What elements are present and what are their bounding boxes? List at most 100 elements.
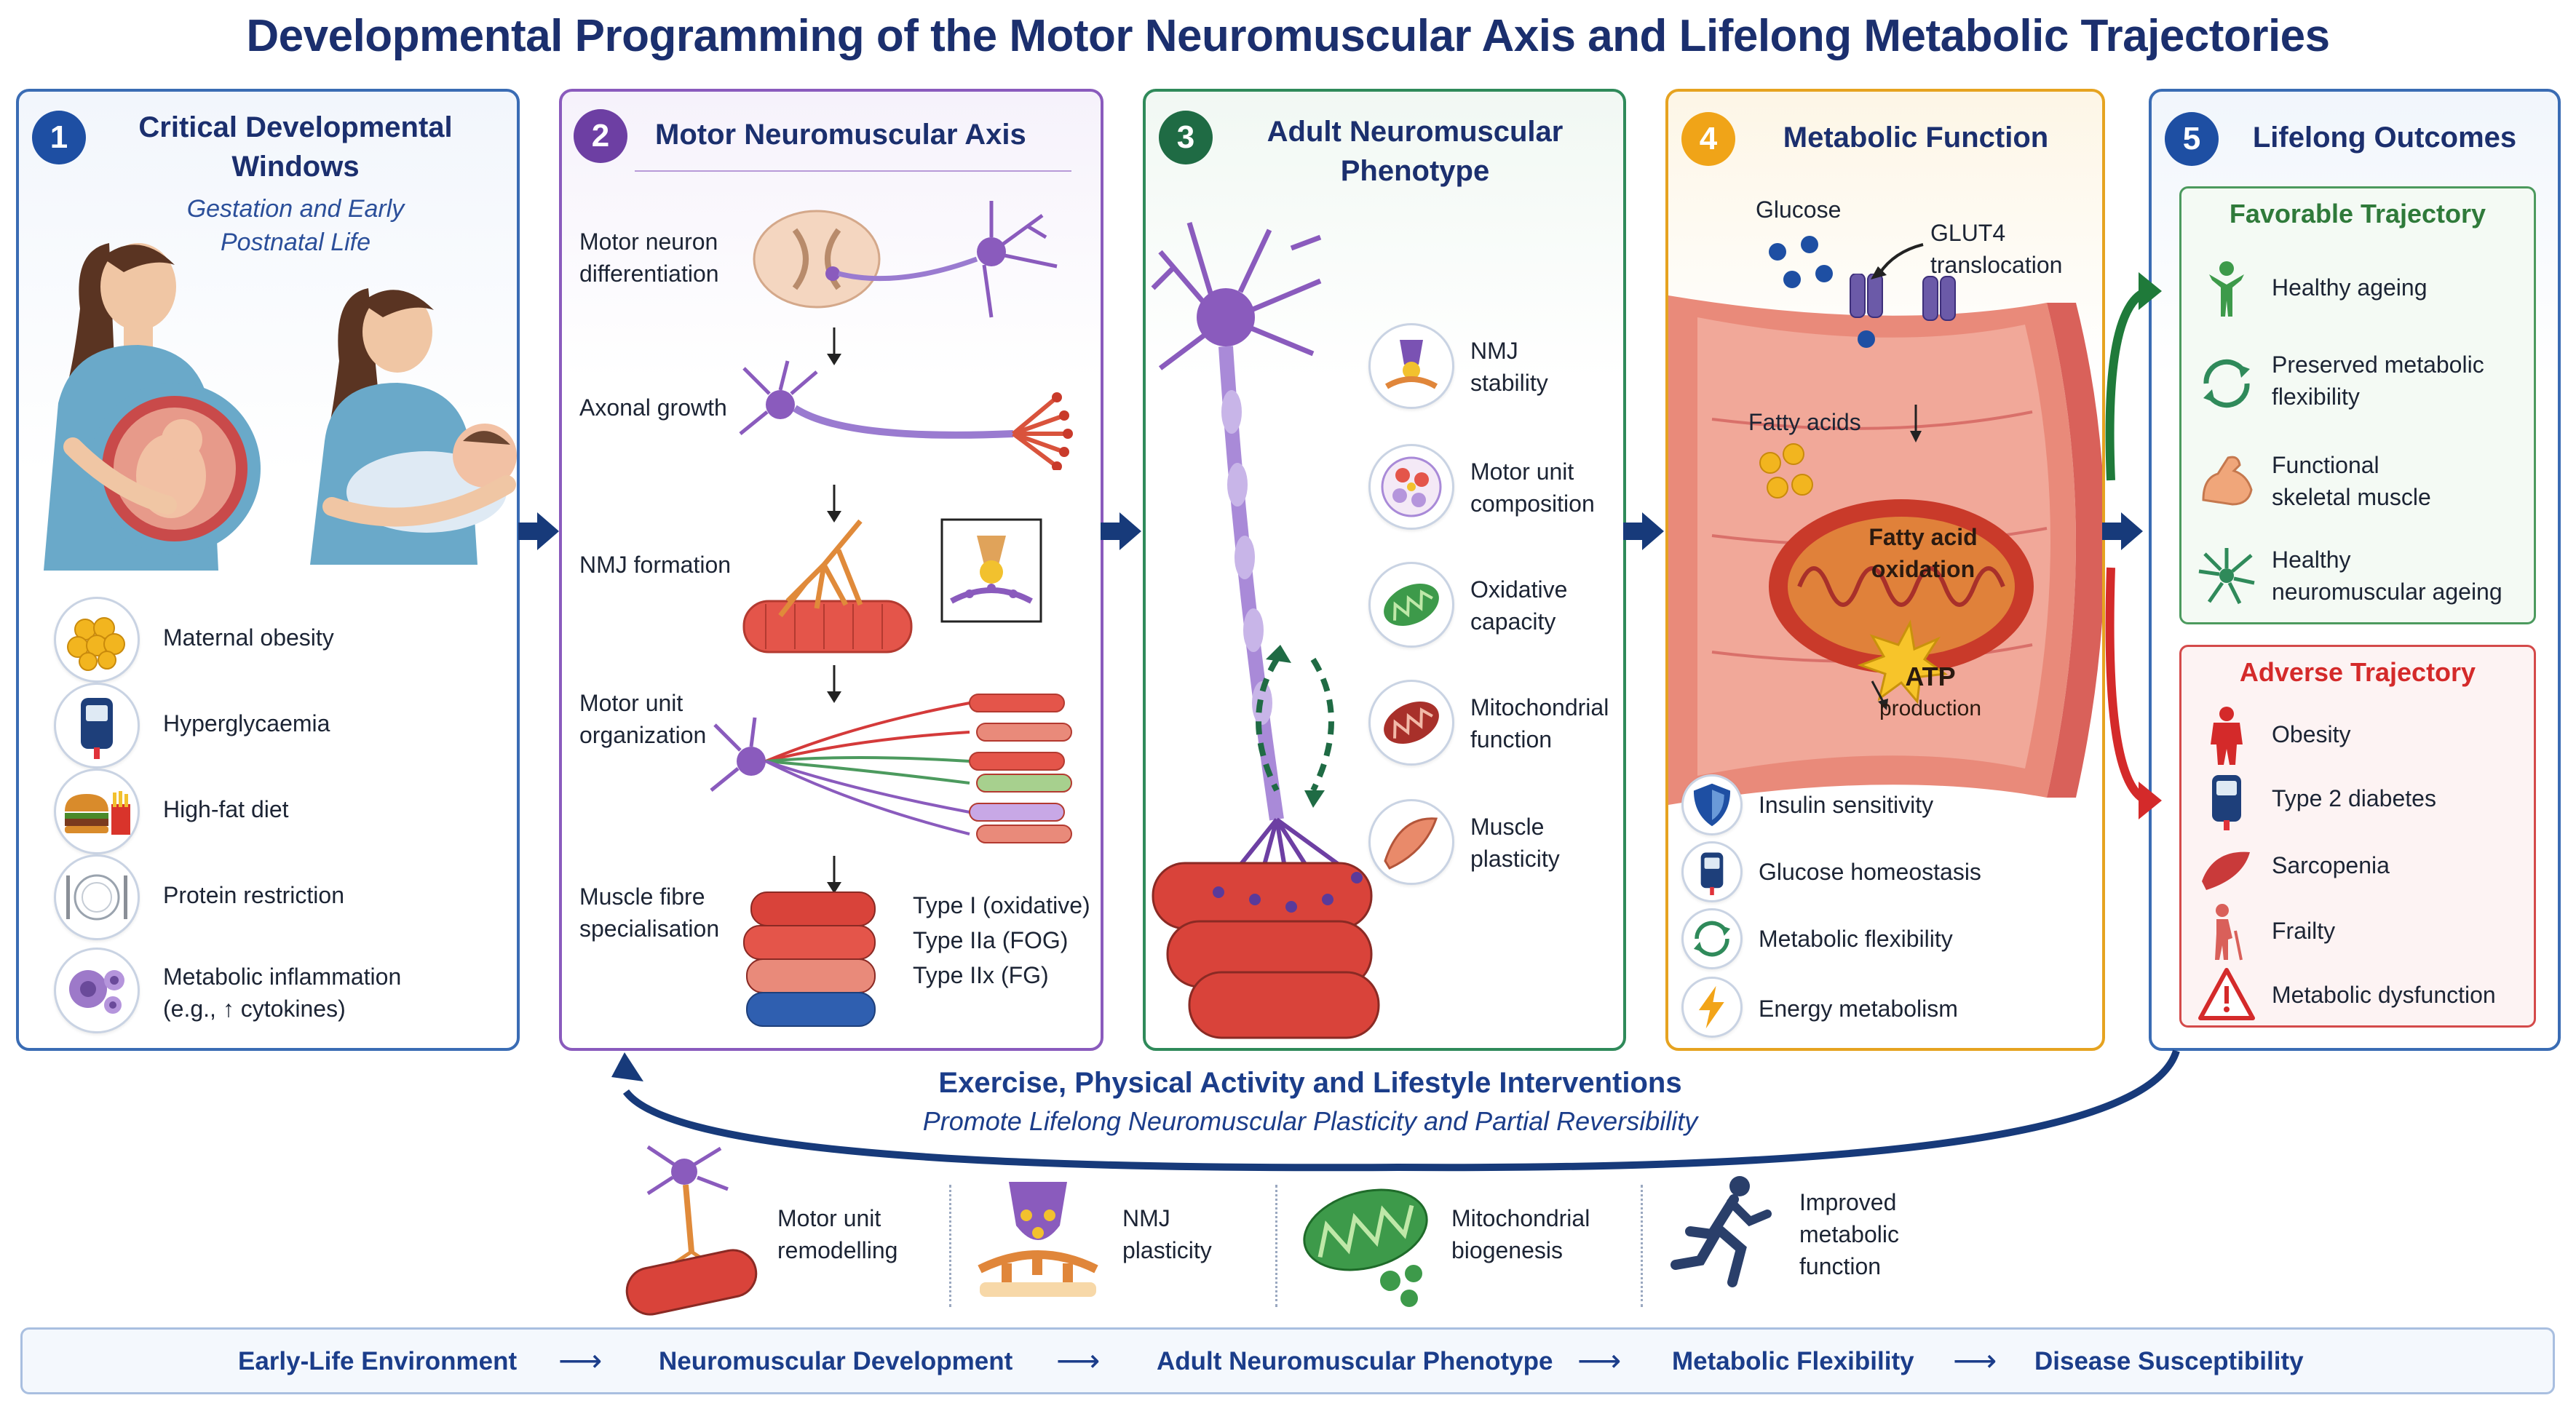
panel-arrow-icon — [2102, 512, 2143, 550]
glucose-meter-icon — [1681, 841, 1743, 902]
panel-arrow-icon — [1101, 512, 1141, 550]
motor-unit-remodelling-illustration — [625, 1145, 758, 1316]
neuron-green-icon — [2198, 548, 2255, 605]
empty-plate-icon — [54, 854, 140, 940]
feedback-title: Exercise, Physical Activity and Lifestyl… — [938, 1067, 1682, 1099]
metric-label: Insulin sensitivity — [1759, 792, 1934, 818]
glut4-arrow-icon — [1871, 243, 1924, 279]
shield-icon — [1681, 774, 1743, 835]
cycle-green-icon — [2203, 359, 2250, 408]
panel-number: 4 — [1681, 112, 1735, 166]
flow-step: Neuromuscular Development — [659, 1347, 1013, 1375]
panel-title: Motor Neuromuscular Axis — [655, 119, 1026, 151]
panel-title: Critical Developmental Windows — [138, 111, 453, 183]
glucose-meter-icon — [2212, 775, 2241, 830]
breastfeeding-mother-illustration — [310, 288, 517, 565]
fat-cells-icon — [54, 597, 140, 683]
adverse-label: Metabolic dysfunction — [2272, 982, 2496, 1008]
muscle-fibre-types-illustration — [743, 891, 876, 1027]
trajectory-branch-arrows — [2105, 272, 2162, 819]
favorable-trajectory-box: Favorable Trajectory Healthy ageing Pres… — [2179, 186, 2536, 624]
factor-label: Metabolic inflammation — [163, 964, 402, 990]
glucose-label: Glucose — [1756, 196, 1842, 223]
divider — [1641, 1185, 1643, 1307]
immune-cells-icon — [54, 948, 140, 1033]
person-red-icon — [2211, 707, 2243, 765]
favorable-label: Healthy ageing — [2272, 274, 2428, 301]
burger-fries-icon — [54, 768, 140, 854]
down-arrow-icon — [820, 482, 849, 525]
title-underline — [635, 170, 1071, 172]
adverse-title: Adverse Trajectory — [2239, 657, 2476, 687]
motor-neuron-differentiation-illustration — [753, 201, 1058, 318]
mitochondrion-green-icon — [1368, 562, 1454, 648]
panel-subtitle: Gestation and Early Postnatal Life — [186, 195, 405, 256]
adverse-label: Obesity — [2272, 721, 2351, 747]
panel-arrow-icon — [518, 512, 559, 550]
down-arrow-icon — [820, 853, 849, 897]
panel-title: Lifelong Outcomes — [2252, 122, 2517, 154]
mitochondrial-biogenesis-illustration — [1303, 1188, 1428, 1307]
factor-label: Hyperglycaemia — [163, 710, 330, 736]
nmj-icon — [1368, 323, 1454, 409]
panel-title: Metabolic Function — [1783, 122, 2049, 154]
fibre-type-label: Type I (oxidative) — [913, 892, 1090, 918]
adverse-trajectory-box: Adverse Trajectory Obesity Type 2 diabet… — [2179, 645, 2536, 1028]
axonal-growth-illustration — [739, 360, 1073, 470]
fibre-type-label: Type IIa (FOG) — [913, 927, 1069, 953]
step-label: Axonal growth — [579, 394, 727, 421]
flow-arrow-icon: ⟶ — [1056, 1343, 1101, 1378]
motor-unit-icon — [1368, 444, 1454, 530]
flow-step: Metabolic Flexibility — [1672, 1347, 1914, 1375]
person-green-icon — [2209, 261, 2244, 317]
cycle-icon — [1681, 908, 1743, 969]
flow-step: Adult Neuromuscular Phenotype — [1157, 1347, 1553, 1375]
factor-label-note: (e.g., ↑ cytokines) — [163, 996, 346, 1022]
adverse-label: Sarcopenia — [2272, 852, 2390, 878]
muscle-cell-illustration — [1668, 274, 2102, 805]
glucose-molecules-icon — [1769, 236, 1833, 288]
panel-number: 3 — [1159, 111, 1213, 164]
divider — [949, 1185, 951, 1307]
divider — [1275, 1185, 1277, 1307]
flow-step: Early-Life Environment — [238, 1347, 518, 1375]
flow-arrow-icon: ⟶ — [1953, 1343, 1997, 1378]
feedback-subtitle: Promote Lifelong Neuromuscular Plasticit… — [922, 1106, 1698, 1136]
pathway-flow-bar: Early-Life Environment ⟶ Neuromuscular D… — [20, 1327, 2555, 1394]
favorable-title: Favorable Trajectory — [2229, 199, 2486, 229]
metric-label: Glucose homeostasis — [1759, 859, 1981, 885]
down-arrow-icon — [820, 662, 849, 706]
runner-icon — [1671, 1176, 1772, 1287]
muscle-red-icon — [2202, 851, 2250, 890]
flow-step: Disease Susceptibility — [2034, 1347, 2304, 1375]
down-arrow-icon — [820, 325, 849, 368]
bicep-icon — [2202, 456, 2253, 506]
pregnant-mother-illustration — [44, 243, 261, 571]
nmj-plasticity-illustration — [978, 1182, 1098, 1297]
panel-number: 1 — [32, 111, 86, 164]
fibre-type-label: Type IIx (FG) — [913, 962, 1049, 988]
page-title: Developmental Programming of the Motor N… — [246, 11, 2330, 61]
metric-label: Energy metabolism — [1759, 996, 1958, 1022]
fatty-acids-label: Fatty acids — [1748, 409, 1861, 435]
factor-label: Protein restriction — [163, 882, 344, 908]
elderly-icon — [2215, 904, 2243, 961]
step-label: NMJ formation — [579, 552, 732, 578]
adverse-label: Frailty — [2272, 918, 2336, 944]
